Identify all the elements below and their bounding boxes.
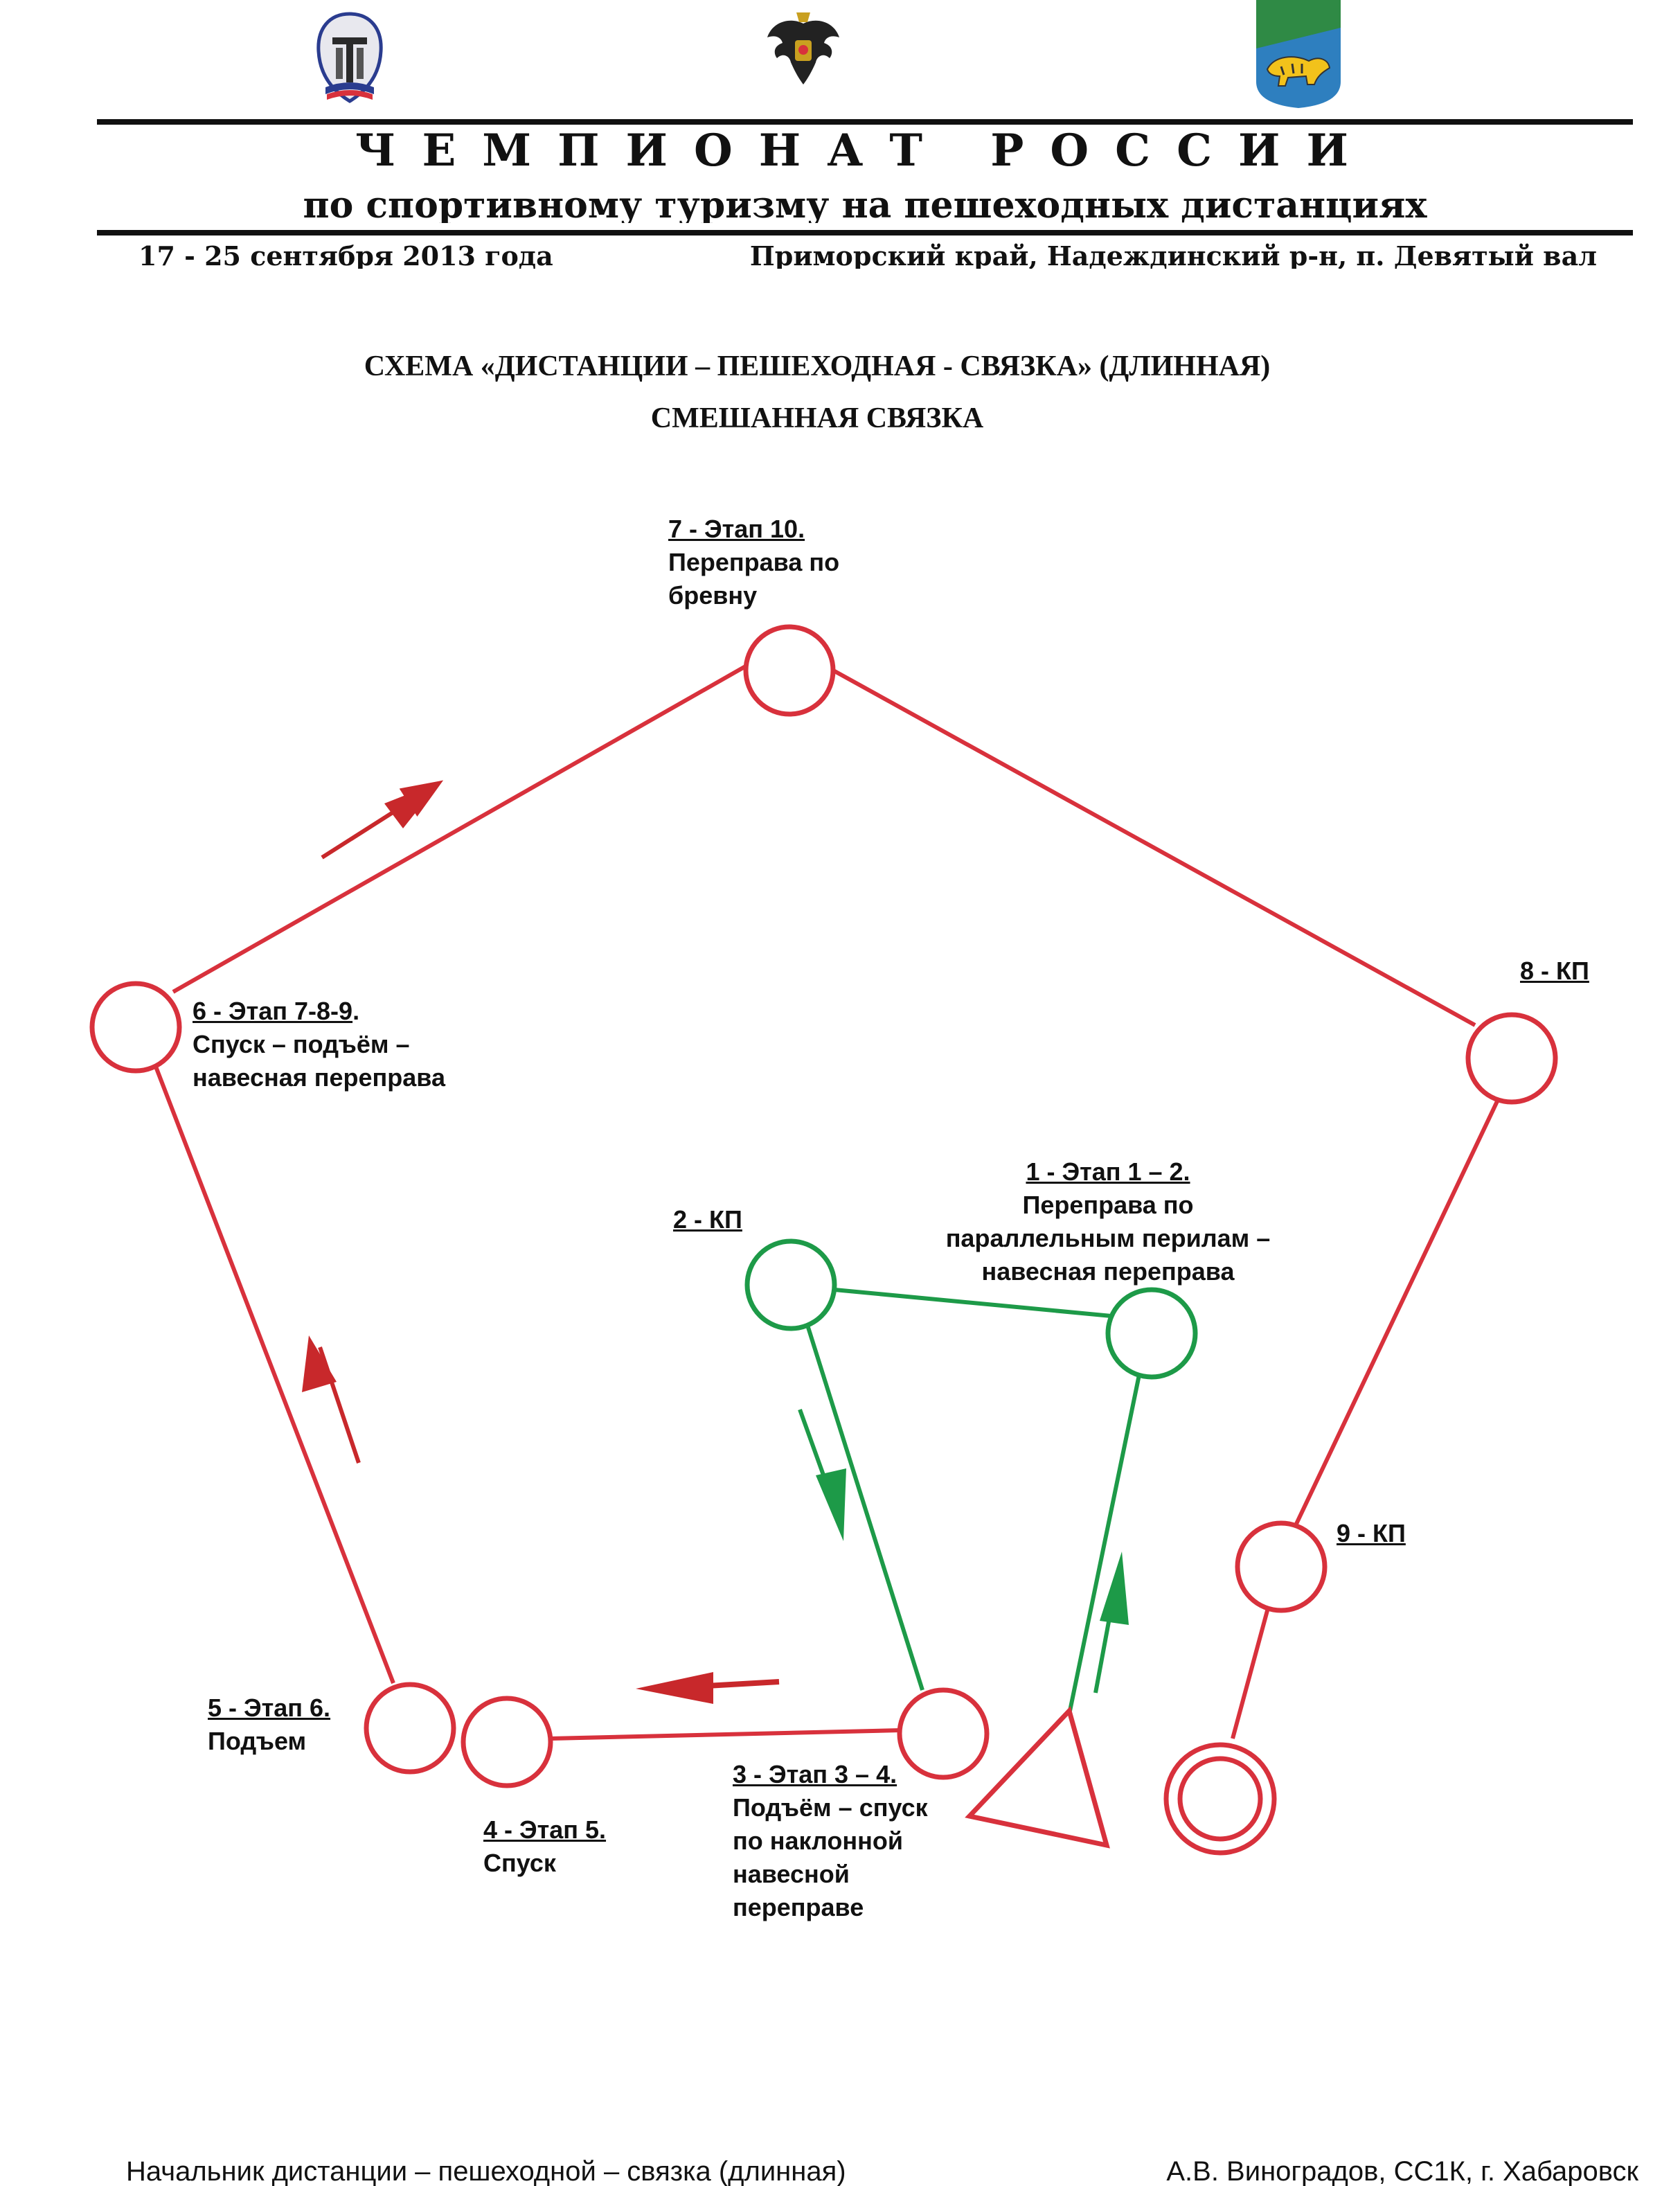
node-4-text: Спуск [483,1849,556,1877]
scheme-subtitle: СМЕШАННАЯ СВЯЗКА [650,402,984,434]
footer-chief-of-distance: Начальник дистанции – пешеходной – связк… [126,2156,846,2186]
node-4-circle [461,1696,553,1788]
node-6-circle [89,981,182,1074]
segment-2-1 [834,1288,1112,1318]
node-8-circle [1465,1012,1558,1105]
main-route-lines [154,663,1499,1741]
node-2-label: 2 - КП [673,1203,770,1238]
node-3-heading: 3 - Этап 3 – 4. [733,1760,897,1788]
segment-7-8 [828,666,1476,1027]
node-5-heading: 5 - Этап 6. [208,1694,331,1722]
double-headed-eagle-icon [762,10,845,89]
node-4-heading: 4 - Этап 5. [483,1815,607,1844]
node-9-label: 9 - КП [1337,1517,1433,1552]
node-6-heading-suffix: . [352,997,360,1025]
node-7-text: Переправа по бревну [668,548,840,610]
federation-logo-icon [312,10,388,107]
event-location: Приморский край, Надеждинский р-н, п. Де… [749,241,1597,269]
node-6-text: Спуск – подъём – навесная переправа [193,1030,445,1092]
segment-9-finish [1231,1605,1271,1739]
header-top-rule [97,119,1633,125]
node-3-label: 3 - Этап 3 – 4. Подъём – спуск по наклон… [733,1758,982,1924]
node-9-circle [1235,1520,1328,1613]
node-7-circle [743,624,836,717]
segment-2-3 [805,1322,924,1691]
championship-subtitle: по спортивному туризму на пешеходных дис… [303,184,1427,223]
node-1-text: Переправа по параллельным перилам – наве… [945,1191,1271,1286]
node-5-circle [364,1682,456,1775]
node-1-heading: 1 - Этап 1 – 2. [1026,1157,1190,1186]
header-bottom-rule [97,230,1633,236]
node-2-heading: 2 - КП [673,1205,742,1234]
segment-1-start [1068,1374,1141,1712]
node-7-heading: 7 - Этап 10. [668,515,805,543]
node-3-text: Подъём – спуск по наклонной навесной пер… [733,1793,928,1921]
footer-signatory: А.В. Виноградов, СС1К, г. Хабаровск [1166,2156,1638,2186]
segment-4-3 [550,1728,901,1741]
node-1-circle [1105,1287,1198,1380]
node-4-label: 4 - Этап 5. Спуск [483,1813,650,1880]
node-3-circle [897,1687,990,1780]
node-5-text: Подъем [208,1727,307,1755]
node-8-label: 8 - КП [1520,954,1617,989]
stage-circles [89,624,1558,1856]
segment-6-5 [154,1065,395,1685]
scheme-title: СХЕМА «ДИСТАНЦИИ – ПЕШЕХОДНАЯ - СВЯЗКА» … [364,350,1271,382]
direction-arrows [302,780,1129,1704]
link-circles [744,1238,1198,1380]
link-route-lines [805,1288,1141,1712]
node-6-label: 6 - Этап 7-8-9. Спуск – подъём – навесна… [193,995,553,1094]
primorye-tiger-coat-of-arms-icon [1253,0,1343,111]
championship-title: ЧЕМПИОНАТ РОССИИ [355,125,1375,177]
node-1-label: 1 - Этап 1 – 2. Переправа по параллельны… [907,1155,1309,1288]
node-7-label: 7 - Этап 10. Переправа по бревну [668,513,876,612]
node-5-label: 5 - Этап 6. Подъем [208,1691,374,1758]
segment-8-9 [1294,1100,1499,1525]
node-6-heading: 6 - Этап 7-8-9 [193,997,353,1025]
finish-inner-circle [1177,1756,1263,1842]
node-2-circle [744,1238,837,1331]
node-9-heading: 9 - КП [1337,1519,1406,1547]
node-8-heading: 8 - КП [1520,957,1589,985]
segment-6-7 [172,663,749,994]
event-dates: 17 - 25 сентября 2013 года [138,241,553,269]
start-triangle [965,1706,1110,1849]
